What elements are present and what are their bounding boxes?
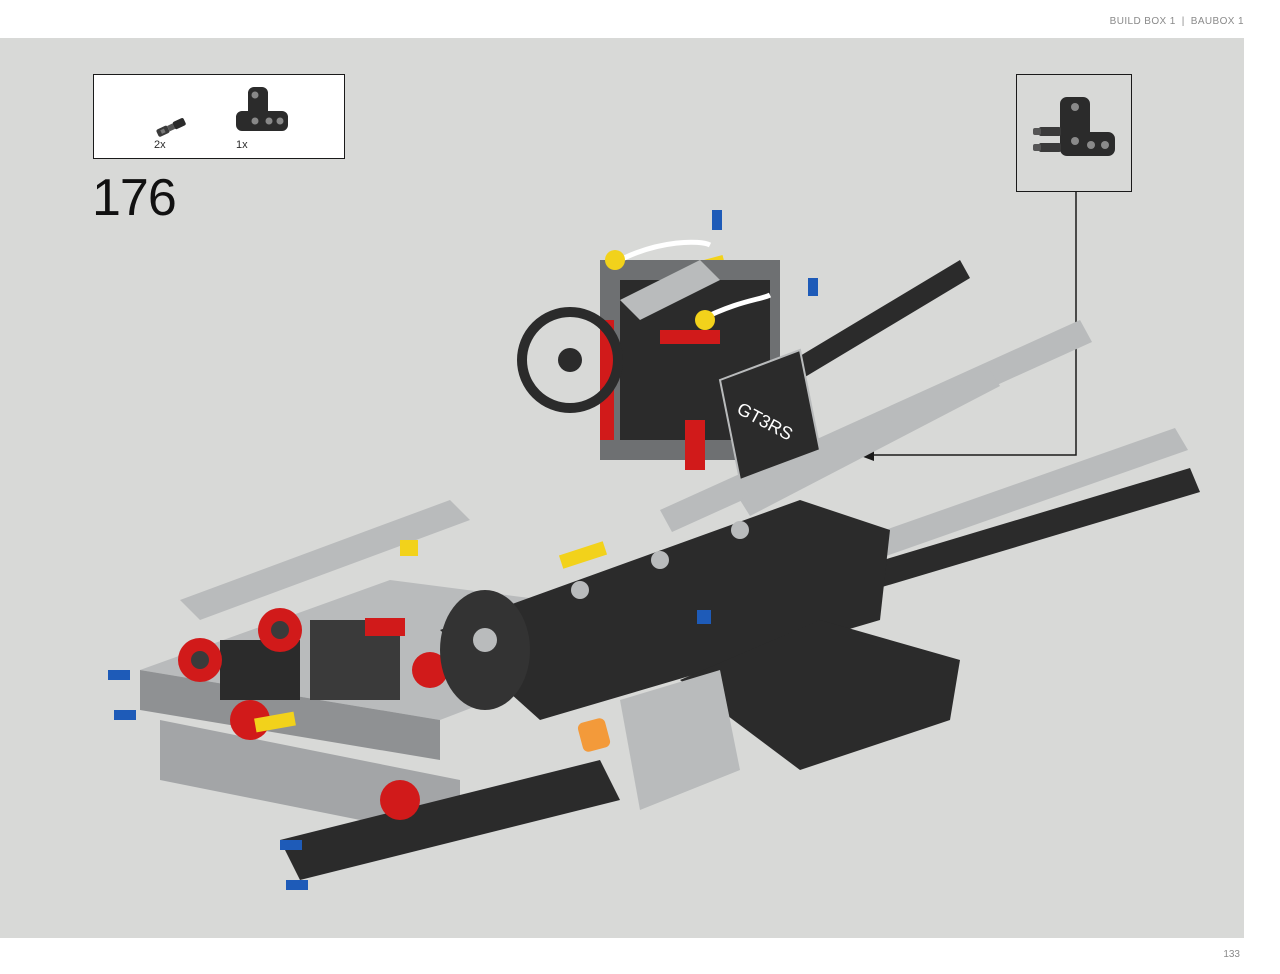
part-quantity-2: 1x [236, 139, 248, 151]
engine-body [440, 500, 890, 720]
build-box-label-de: BAUBOX 1 [1190, 16, 1244, 27]
l-shaped-liftarm-icon [232, 83, 290, 142]
callout-box [1016, 74, 1132, 192]
parts-list-box: 2x 1x [93, 74, 345, 159]
part-quantity-1: 2x [154, 139, 166, 151]
steering-assembly: GT3RS [517, 239, 822, 482]
step-number: 176 [92, 169, 177, 227]
model-illustration: GT3RS [108, 210, 1200, 890]
blue-pins [108, 210, 818, 890]
l-shaped-liftarm-with-pins-icon [1029, 93, 1121, 178]
page-number: 133 [1223, 949, 1240, 960]
header-separator: | [1181, 16, 1185, 27]
lower-frame [577, 620, 960, 810]
build-box-label-en: BUILD BOX 1 [1109, 16, 1176, 27]
header-label: BUILD BOX 1 | BAUBOX 1 [1110, 16, 1244, 27]
pin-with-bushing-icon [152, 115, 192, 144]
